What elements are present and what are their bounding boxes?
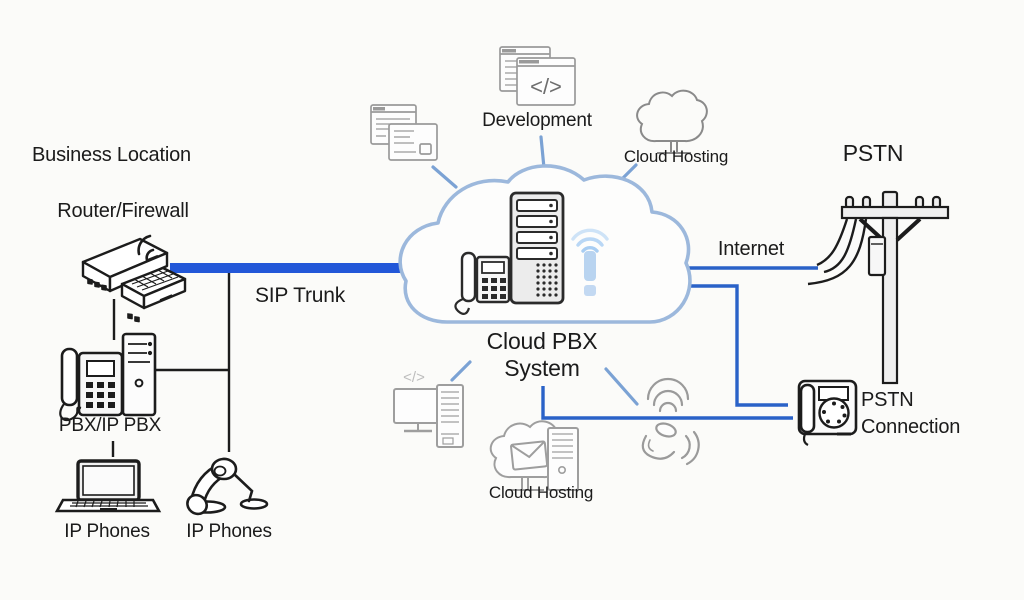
pstn-cables: [807, 218, 868, 286]
business-location-label: Business Location: [32, 144, 191, 166]
connector-cloud-to-pstn-phone-lower: [541, 386, 793, 420]
cloud-desk-phone-icon: [454, 251, 511, 315]
development-windows-icon: </>: [499, 46, 576, 106]
pbx-phone-icon: [59, 347, 124, 422]
ip-phones-desk-label: IP Phones: [186, 521, 272, 542]
cloud-hosting-top-label: Cloud Hosting: [623, 147, 729, 166]
pstn-connection-line2: Connection: [861, 416, 961, 438]
signal-icon: [571, 228, 609, 296]
pstn-connection-label: PSTN Connection: [861, 387, 960, 441]
ip-phones-laptop-label: IP Phones: [64, 521, 150, 542]
monitor-server-icon: </>: [393, 369, 464, 448]
document-windows-icon: [370, 104, 438, 161]
pstn-connection-line1: PSTN: [861, 389, 914, 411]
spoke-to-wireless-handset: [604, 367, 639, 406]
router-grid: [131, 269, 179, 291]
cloud-hosting-bottom-label: Cloud Hosting: [488, 483, 594, 502]
sip-trunk-label: SIP Trunk: [254, 284, 346, 307]
pbx-server-icon: [121, 332, 157, 417]
spoke-to-documents: [431, 165, 458, 189]
phone-cord: [454, 297, 471, 315]
laptop-keys: [70, 500, 148, 508]
cloud-server-dot-grid: [536, 263, 558, 297]
sip-trunk-line: [170, 263, 462, 273]
cloud-hosting-bottom-icon: [489, 420, 579, 491]
cloud-server-icon: [509, 191, 565, 305]
spoke-to-development: [539, 135, 546, 170]
pbx-phone-cord: [59, 403, 82, 422]
pbx-ip-pbx-label: PBX/IP PBX: [58, 415, 162, 436]
internet-label: Internet: [717, 238, 785, 260]
pstn-label: PSTN: [842, 140, 904, 166]
pstn-pole-icon: [807, 190, 950, 385]
wireless-handset-icon: [641, 377, 700, 466]
code-glyph: </>: [530, 74, 562, 99]
router-firewall-label: Router/Firewall: [57, 200, 189, 222]
router-icon: [81, 234, 187, 323]
cloud-pbx-line1: Cloud PBX: [486, 328, 598, 354]
connector-cloud-to-pstn-phone-upper: [672, 284, 788, 407]
black-connectors: [111, 273, 231, 457]
pstn-phone-icon: [797, 379, 858, 446]
laptop-icon: [54, 459, 162, 513]
cloud-hosting-top-icon: [636, 89, 708, 154]
spoke-to-monitor-server: [450, 360, 472, 382]
router-wifi-waves-icon: [137, 234, 155, 262]
cloud-pbx-line2: System: [504, 355, 580, 381]
development-label: Development: [482, 110, 592, 131]
code-glyph-faint: </>: [403, 369, 425, 386]
handset-stand-icon: [186, 457, 269, 516]
